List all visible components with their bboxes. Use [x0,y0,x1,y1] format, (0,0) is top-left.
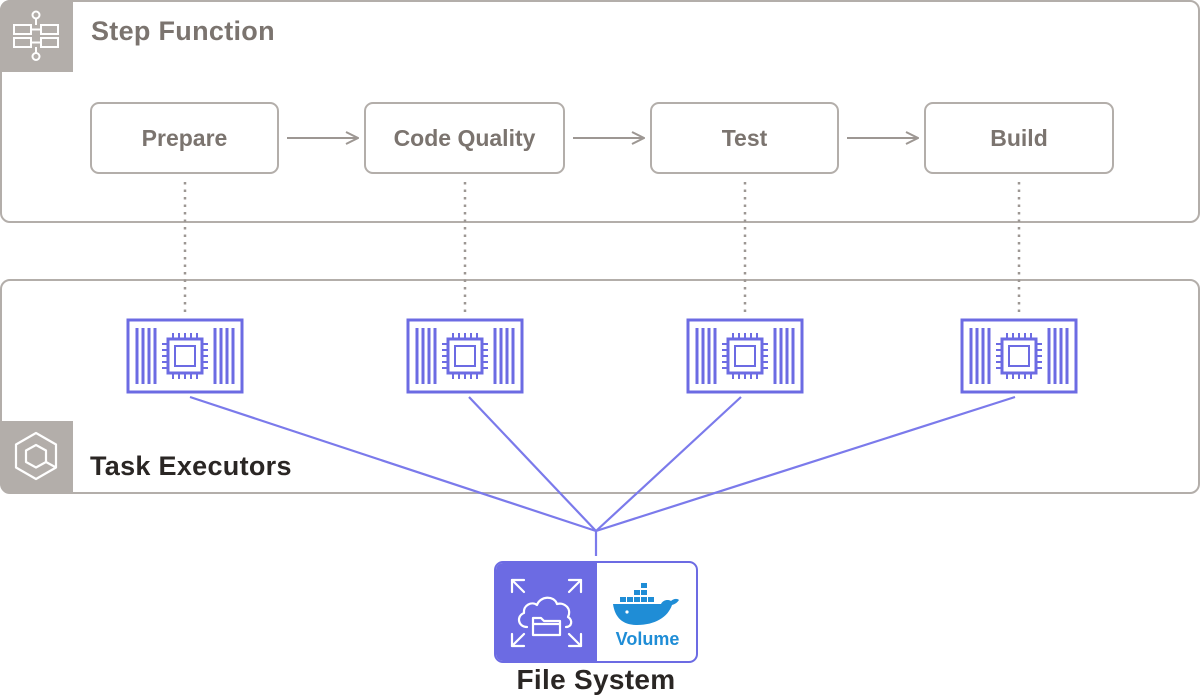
task-executors-title: Task Executors [90,451,292,481]
ec2-instance-icon [960,318,1078,394]
wire-executor-3 [595,396,742,532]
step-prepare: Prepare [90,102,279,174]
wire-executor-2 [468,396,597,532]
file-system-caption: File System [516,664,676,695]
docker-volume: Volume [597,563,696,661]
container-service-icon [0,421,73,493]
file-system-box: Volume [494,561,698,663]
step-build: Build [924,102,1114,174]
volume-label: Volume [615,629,680,649]
ec2-instance-icon [406,318,524,394]
wire-executor-4 [595,395,1016,533]
wire-executor-1 [189,395,597,533]
ec2-instance-icon [686,318,804,394]
step-function-title: Step Function [91,16,275,46]
step-function-icon [0,0,73,72]
docker-icon [613,583,679,625]
efs-file-system-icon [496,563,597,661]
ec2-instance-icon [126,318,244,394]
task-executors-group [0,279,1200,494]
step-code-quality: Code Quality [364,102,565,174]
step-test: Test [650,102,839,174]
